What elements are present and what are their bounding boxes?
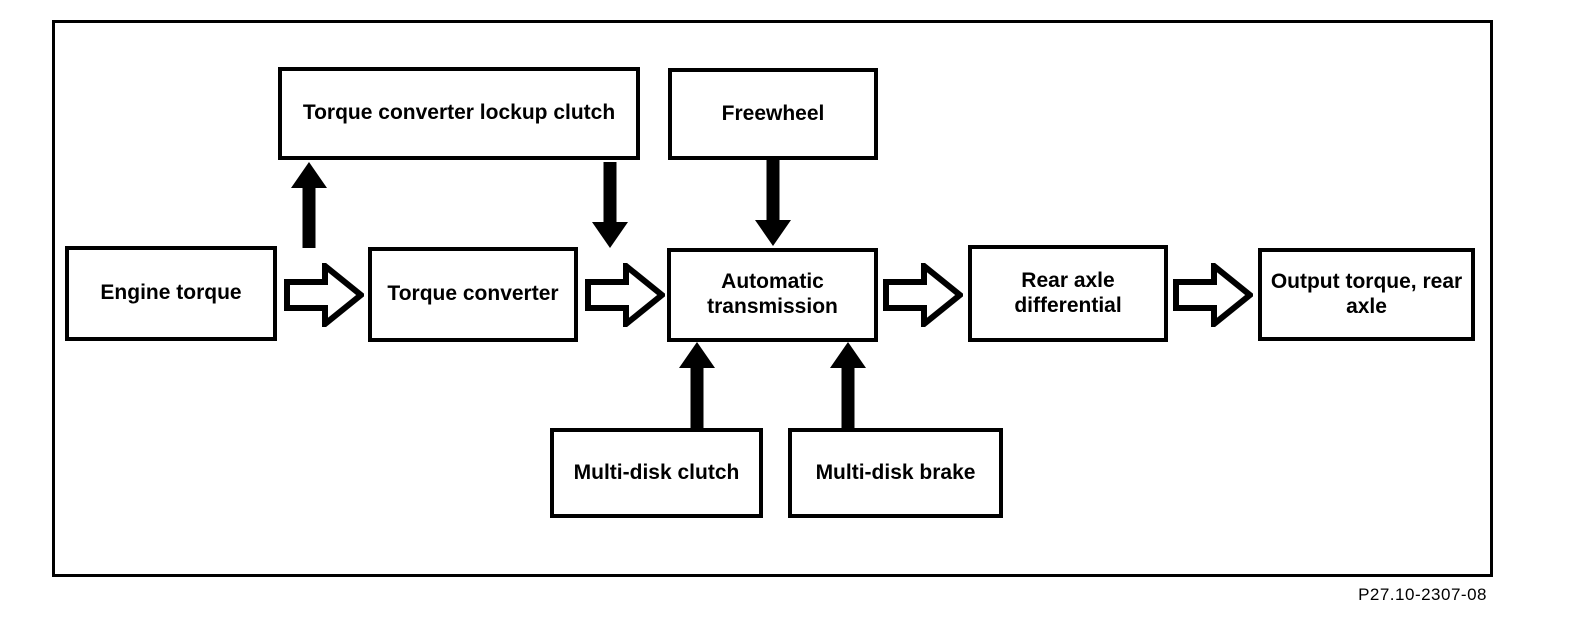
box-output-torque-rear-axle: Output torque, rear axle: [1258, 248, 1475, 341]
box-multi-disk-clutch: Multi-disk clutch: [550, 428, 763, 518]
solid-down-arrow-from-freewheel: [755, 160, 791, 246]
hollow-right-arrow-automatic-to-reardiff: [883, 263, 963, 327]
box-engine-torque: Engine torque: [65, 246, 277, 341]
box-automatic-transmission: Automatic transmission: [667, 248, 878, 342]
solid-up-arrow-from-multi-disk-clutch: [679, 342, 715, 428]
diagram-code-label: P27.10-2307-08: [1358, 585, 1487, 604]
box-rear-axle-differential: Rear axle differential: [968, 245, 1168, 342]
box-freewheel: Freewheel: [668, 68, 878, 160]
solid-up-arrow-to-lockup-clutch: [291, 162, 327, 248]
box-torque-converter-lockup-clutch: Torque converter lockup clutch: [278, 67, 640, 160]
hollow-right-arrow-reardiff-to-output: [1173, 263, 1253, 327]
hollow-right-arrow-engine-to-converter: [284, 263, 364, 327]
solid-down-arrow-from-lockup-clutch: [592, 162, 628, 248]
box-multi-disk-brake: Multi-disk brake: [788, 428, 1003, 518]
box-torque-converter: Torque converter: [368, 247, 578, 342]
hollow-right-arrow-converter-to-automatic: [585, 263, 665, 327]
solid-up-arrow-from-multi-disk-brake: [830, 342, 866, 428]
diagram-border: [52, 20, 1493, 577]
